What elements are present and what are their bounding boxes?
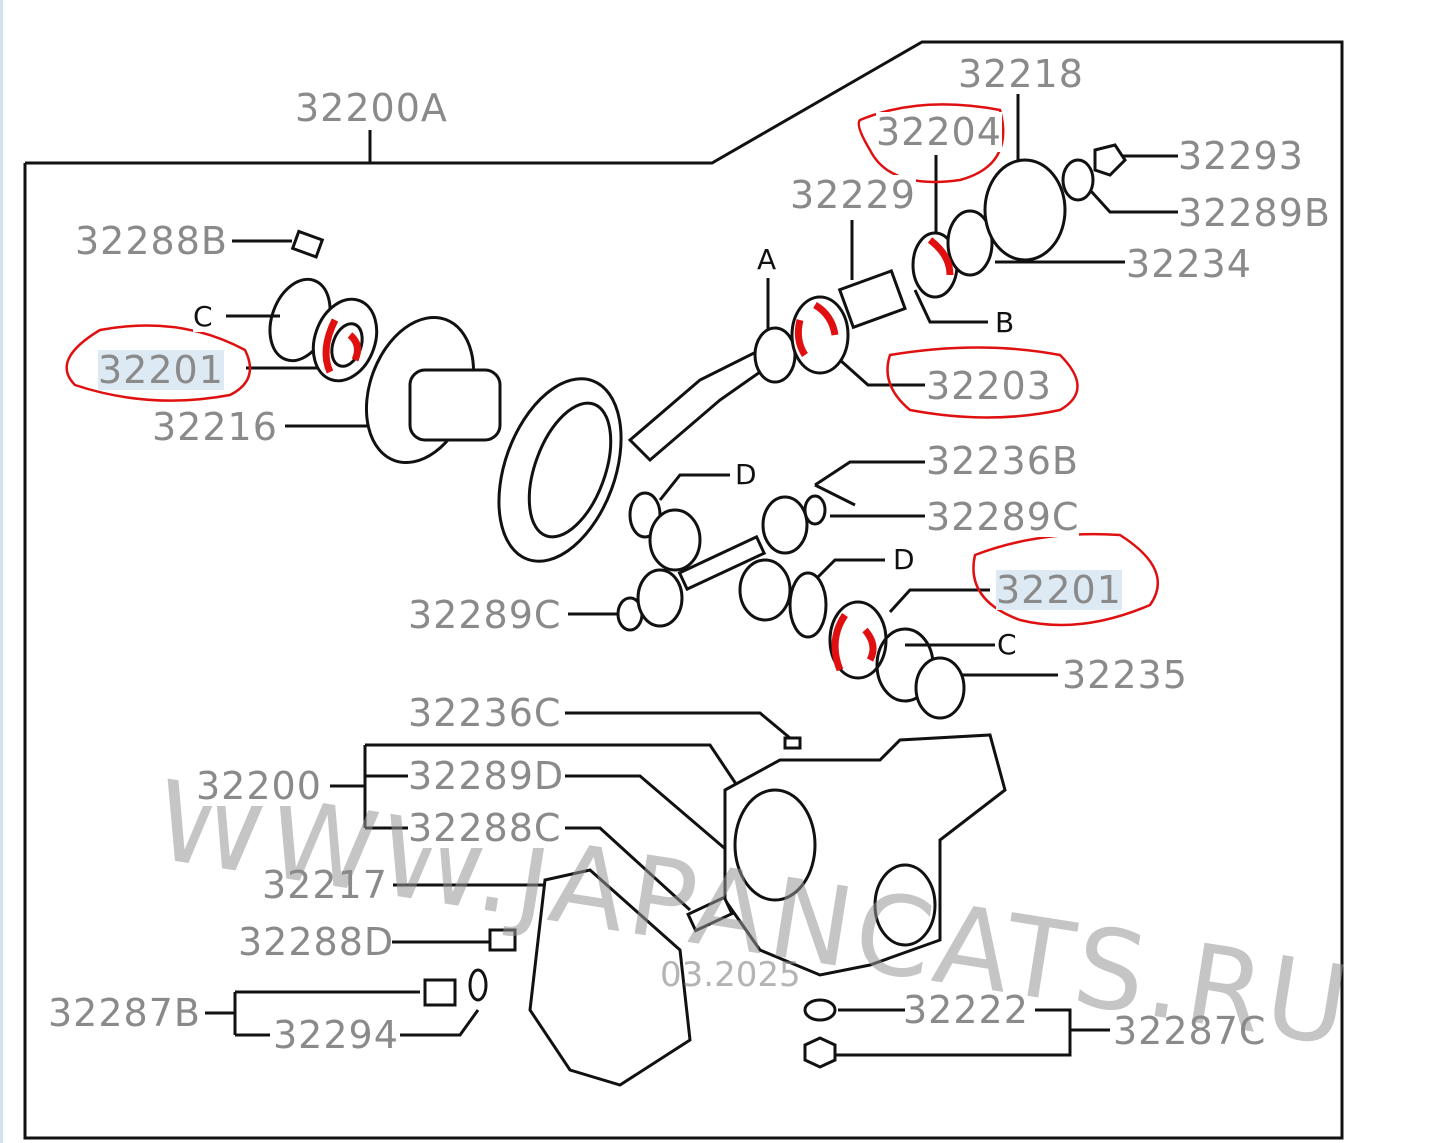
label-B: B bbox=[995, 306, 1015, 339]
watermark-date: 03.2025 bbox=[660, 955, 801, 995]
label-D-bottom: D bbox=[893, 543, 915, 576]
label-32201-left[interactable]: 32201 bbox=[98, 348, 224, 392]
label-C-top: C bbox=[193, 300, 213, 333]
annotation-circle-32204 bbox=[857, 103, 1005, 184]
label-32236C[interactable]: 32236C bbox=[408, 691, 562, 735]
label-32201-right[interactable]: 32201 bbox=[996, 568, 1122, 612]
label-32288C[interactable]: 32288C bbox=[408, 806, 562, 850]
label-32288B[interactable]: 32288B bbox=[75, 219, 228, 263]
label-32287C[interactable]: 32287C bbox=[1113, 1009, 1267, 1053]
label-32200[interactable]: 32200 bbox=[196, 764, 322, 808]
label-32218[interactable]: 32218 bbox=[958, 52, 1084, 96]
label-32216[interactable]: 32216 bbox=[152, 405, 278, 449]
label-32200A[interactable]: 32200A bbox=[295, 86, 448, 130]
label-32293[interactable]: 32293 bbox=[1178, 134, 1304, 178]
label-D-top: D bbox=[735, 458, 757, 491]
assembly-frame bbox=[23, 40, 1344, 1140]
label-32287B[interactable]: 32287B bbox=[48, 991, 201, 1035]
label-32289D[interactable]: 32289D bbox=[408, 754, 565, 798]
label-32234[interactable]: 32234 bbox=[1126, 242, 1252, 286]
label-32235[interactable]: 32235 bbox=[1062, 653, 1188, 697]
window-edge bbox=[0, 0, 3, 1143]
label-32229[interactable]: 32229 bbox=[790, 173, 916, 217]
label-32204[interactable]: 32204 bbox=[876, 110, 1002, 154]
label-32289C-right[interactable]: 32289C bbox=[926, 495, 1080, 539]
label-C-bottom: C bbox=[997, 628, 1017, 661]
label-32289C-left[interactable]: 32289C bbox=[408, 593, 562, 637]
red-bearing-marks bbox=[322, 237, 954, 672]
label-32289B[interactable]: 32289B bbox=[1178, 191, 1331, 235]
label-32288D[interactable]: 32288D bbox=[238, 920, 395, 964]
label-32203[interactable]: 32203 bbox=[926, 364, 1052, 408]
frame-lines bbox=[23, 40, 1344, 1140]
label-32236B[interactable]: 32236B bbox=[926, 439, 1079, 483]
annotation-circle-32203 bbox=[886, 346, 1079, 419]
label-32217[interactable]: 32217 bbox=[262, 863, 388, 907]
label-A: A bbox=[757, 243, 777, 276]
label-32294[interactable]: 32294 bbox=[273, 1013, 399, 1057]
label-32222[interactable]: 32222 bbox=[903, 988, 1029, 1032]
annotation-circle-32201-left bbox=[65, 324, 252, 402]
